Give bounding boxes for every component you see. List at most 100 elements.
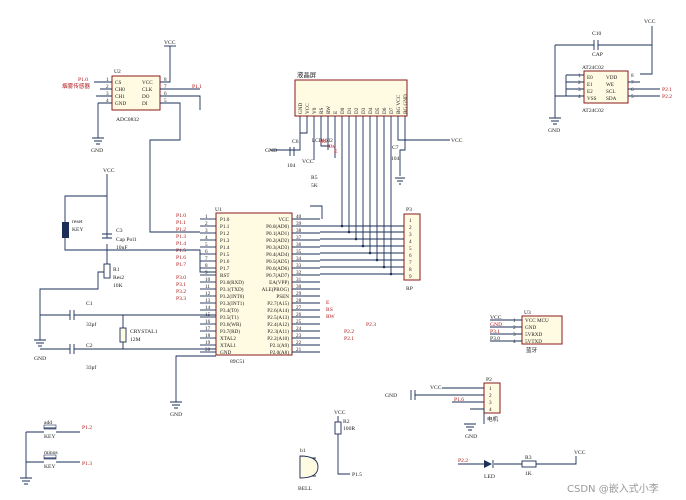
rp-pin-num: 9 <box>409 274 412 280</box>
mcu-pin-num: 39 <box>296 221 302 227</box>
mcu-pin-num: 2 <box>205 221 208 227</box>
adc-pin-num: 7 <box>164 84 167 90</box>
mcu-pin-name: P1.1 <box>220 224 230 230</box>
led-diode <box>484 460 492 468</box>
bus-junction <box>354 237 358 241</box>
reset-key[interactable] <box>62 222 69 238</box>
reset-c3: C3 <box>116 228 123 234</box>
motor-label: 电机 <box>487 415 499 423</box>
adc-pin-ch0: CH0 <box>115 87 125 93</box>
bt-pin: GND <box>525 325 536 331</box>
reset-r1 <box>103 263 111 279</box>
mcu-pin-name: P1.2 <box>220 231 230 237</box>
add-key[interactable] <box>43 424 57 430</box>
eeprom-pin: SCL <box>606 89 616 95</box>
mcu-pin-name: P0.5(AD5) <box>266 258 289 265</box>
xtal-value: 12M <box>130 337 141 343</box>
mcu-pin-num: 23 <box>296 333 302 339</box>
led-block: P2.2 LED R3 1K VCC <box>458 450 586 480</box>
svg-text:GND: GND <box>170 412 182 418</box>
motor-vcc: VCC <box>430 385 442 391</box>
eeprom-c10: C10 <box>592 31 602 37</box>
mcu-pin-num: 14 <box>205 305 211 311</box>
mcu-pin-num: 12 <box>205 291 211 297</box>
lcd-pin-label: D3 <box>361 107 367 114</box>
lcd-ground <box>395 177 405 185</box>
lcd-pin-label: RW <box>326 106 332 114</box>
mcu-pin-num: 18 <box>205 333 211 339</box>
bt-rxd-net: P3.0 <box>490 336 500 342</box>
mcu-pin-num: 10 <box>205 277 211 283</box>
mcu-pin-num: 36 <box>296 242 302 248</box>
mcu-pin-num: 33 <box>296 263 302 269</box>
mcu-pin-name: P2.3(A11) <box>267 328 289 335</box>
mcu-net-left: P1.3 <box>176 234 186 240</box>
mcu-pin-name: P0.6(AD6) <box>266 265 289 272</box>
bt-pin-num: 3 <box>513 332 516 338</box>
eeprom-pin-num: 1 <box>578 73 581 79</box>
lcd-c6: C6 <box>292 139 299 145</box>
mcu-pin-num: 19 <box>205 340 211 346</box>
rp-pin-num: 7 <box>409 260 412 266</box>
mcu-pin-name: P1.3 <box>220 238 230 244</box>
bus-junction <box>361 244 365 248</box>
lcd-pin-label: V0 <box>312 107 318 114</box>
mcu-net-left: P1.4 <box>176 241 186 247</box>
mcu-net-right: P2.1 <box>344 336 354 342</box>
xtal-c2-value: 33pf <box>86 364 96 371</box>
mcu-pin-name: P0.1(AD1) <box>266 230 289 237</box>
eeprom-pin-num: 6 <box>631 87 634 93</box>
lcd-connector <box>294 79 408 117</box>
lcd-pin-label: D5 <box>375 107 381 114</box>
lcd-pin-label: D0 <box>340 107 346 114</box>
lcd-e-net: E <box>334 149 338 155</box>
minus-key[interactable] <box>43 454 57 460</box>
eeprom-pin: WE <box>606 82 614 88</box>
mcu-pin-name: P2.7(A15) <box>267 300 289 307</box>
rp-pin-num: 5 <box>409 246 412 252</box>
mcu-pin-name: P3.1(TXD) <box>220 286 244 293</box>
crystal-wires <box>40 310 216 354</box>
rp-body <box>403 213 421 281</box>
mcu-pin-name: P3.2(INT0) <box>220 293 244 300</box>
rp-pin-num: 1 <box>409 218 412 224</box>
reset-block: VCC reset KEY C3 Cap Pol1 10uF R1 Res2 1… <box>39 168 216 340</box>
mcu-net-left: P1.5 <box>176 248 186 254</box>
bt-label: 蓝牙 <box>526 346 538 354</box>
mcu-label: 89C51 <box>230 359 245 365</box>
reset-vcc: VCC <box>103 168 115 174</box>
lcd-pin-label: D2 <box>354 107 360 114</box>
eeprom-pin-num: 8 <box>631 73 634 79</box>
motor-ground: GND <box>464 423 477 440</box>
minus-key-pin: P1.3 <box>82 461 92 467</box>
lcd-data-bus <box>341 116 392 274</box>
eeprom-pin: SDA <box>606 96 617 102</box>
mcu-pin-name: P3.0(RXD) <box>220 279 244 286</box>
buzzer-r2-ref: R2 <box>343 419 350 425</box>
mcu-pin-name: P0.2(AD2) <box>266 237 289 244</box>
mcu-pin-name: P2.2(A10) <box>267 335 289 342</box>
motor-ref: P2 <box>486 377 492 383</box>
mcu-pin-num: 32 <box>296 270 302 276</box>
lcd-pin-label: BG GND <box>403 94 409 114</box>
led-label: LED <box>484 474 495 480</box>
motor-block: P2 1 2 3 4 VCC GND P1.6 GND 电机 <box>385 377 501 440</box>
add-key-type: KEY <box>44 434 56 440</box>
mcu-pin-name: P2.4(A12) <box>267 321 289 328</box>
mcu-chip <box>215 212 293 356</box>
keys-block: add KEY P1.2 minus KEY P1.3 <box>20 420 92 485</box>
mcu-pin-num: 28 <box>296 298 302 304</box>
mcu-pin-num: 21 <box>296 347 302 353</box>
mcu-pin-num: 1 <box>205 214 208 220</box>
adc-pin-num: 3 <box>106 91 109 97</box>
minus-key-label: minus <box>44 450 58 456</box>
eeprom-part-top: AT24C02 <box>582 65 604 71</box>
lcd-bg-vcc: VCC <box>451 138 463 144</box>
mcu-pin-num: 16 <box>205 319 211 325</box>
lcd-pin-label: BG VCC <box>396 94 402 114</box>
buzzer-ref: b1 <box>300 448 306 454</box>
mcu-pin-name: P0.0(AD0) <box>266 223 289 230</box>
bt-wires <box>490 319 522 342</box>
